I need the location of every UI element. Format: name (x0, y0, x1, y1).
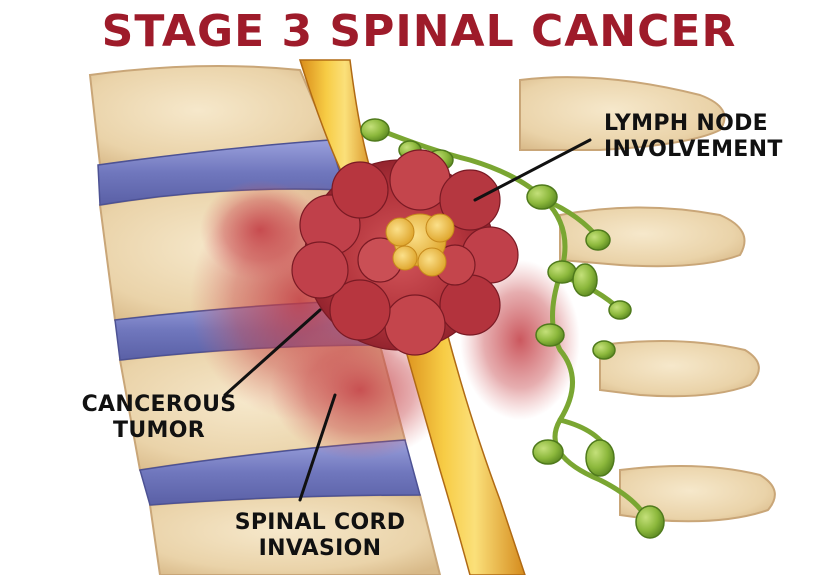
label-lymph-node: LYMPH NODE INVOLVEMENT (604, 111, 783, 163)
label-spinal-cord-invasion: SPINAL CORD INVASION (225, 510, 415, 562)
pointer-lines (223, 138, 592, 502)
label-line: SPINAL CORD (234, 510, 406, 535)
vertebral-processes (519, 76, 776, 523)
label-line: INVASION (258, 536, 382, 561)
cord-pointer (298, 393, 337, 502)
lymph-pointer (473, 138, 592, 202)
page-title: STAGE 3 SPINAL CANCER (101, 6, 737, 57)
spinal-cord (298, 59, 526, 575)
label-line: LYMPH NODE (604, 111, 769, 136)
label-line: INVOLVEMENT (604, 137, 783, 162)
label-line: CANCEROUS (81, 392, 237, 417)
label-cancerous-tumor: CANCEROUS TUMOR (64, 392, 254, 444)
label-line: TUMOR (113, 418, 205, 443)
tumor-pointer (223, 308, 322, 397)
tumor-core (385, 213, 455, 277)
